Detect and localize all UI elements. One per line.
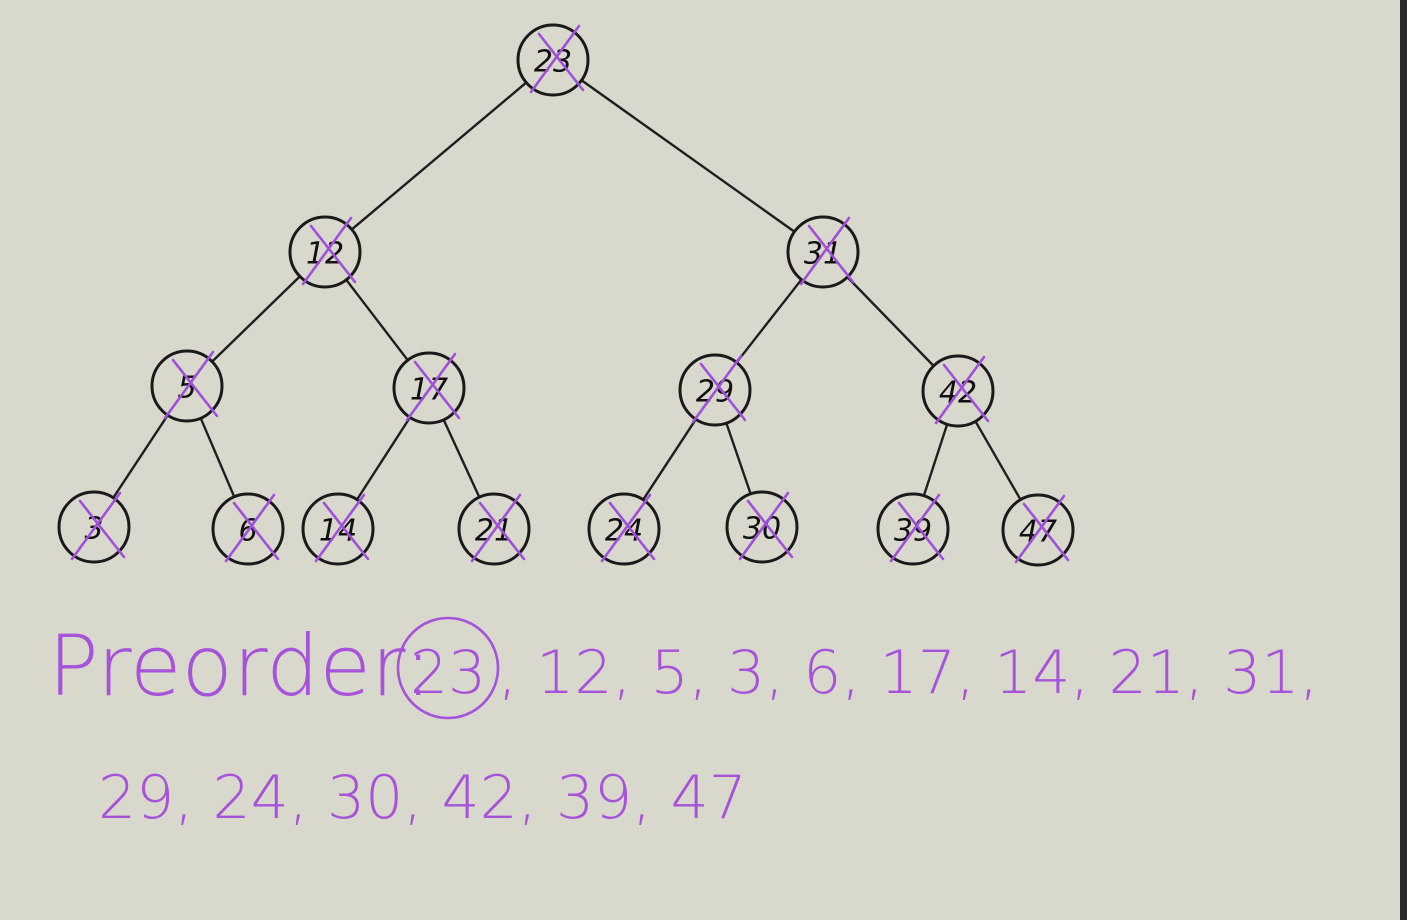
visited-cross-mark bbox=[529, 24, 585, 94]
tree-node-30: 30 bbox=[725, 490, 799, 564]
visited-cross-mark bbox=[799, 216, 855, 286]
tree-node-5: 5 bbox=[150, 349, 224, 423]
node-ring bbox=[288, 215, 362, 289]
tree-edge-n12-n17 bbox=[345, 278, 409, 362]
visited-cross-mark bbox=[70, 491, 126, 561]
preorder-sequence-line-2: 29, 24, 30, 42, 39, 47 bbox=[98, 763, 747, 833]
visited-cross-mark bbox=[600, 493, 656, 563]
tree-node-14: 14 bbox=[301, 492, 375, 566]
tree-node-17: 17 bbox=[392, 351, 466, 425]
tree-node-12: 12 bbox=[288, 215, 362, 289]
circled-first-value: 23 bbox=[410, 638, 486, 708]
tree-edges bbox=[112, 79, 1022, 501]
node-ring bbox=[392, 351, 466, 425]
visited-cross-mark bbox=[405, 352, 461, 422]
tree-nodes: 23 12 31 5 17 29 42 3 614 21 24 30 39 47 bbox=[57, 23, 1075, 567]
visited-cross-mark bbox=[301, 216, 357, 286]
visited-cross-mark bbox=[314, 493, 370, 563]
node-ring bbox=[457, 492, 531, 566]
node-ring bbox=[786, 215, 860, 289]
circled-first-value-mark bbox=[396, 616, 500, 720]
node-ring bbox=[57, 490, 131, 564]
tree-node-42: 42 bbox=[921, 354, 995, 428]
tree-edge-n5-n3 bbox=[112, 414, 169, 499]
tree-edge-n5-n6 bbox=[199, 416, 236, 499]
tree-node-29: 29 bbox=[678, 353, 752, 427]
tree-edge-n12-n5 bbox=[210, 275, 302, 363]
tree-node-31: 31 bbox=[786, 215, 860, 289]
binary-tree-diagram: 23 12 31 5 17 29 42 3 614 21 24 30 39 47 bbox=[57, 23, 1075, 567]
tree-node-39: 39 bbox=[876, 492, 950, 566]
node-ring bbox=[1001, 493, 1075, 567]
visited-cross-mark bbox=[1014, 494, 1070, 564]
preorder-heading: Preorder: bbox=[48, 617, 432, 715]
preorder-sequence-line-1: , 12, 5, 3, 6, 17, 14, 21, 31, bbox=[498, 638, 1319, 708]
tree-edge-n31-n42 bbox=[846, 275, 935, 368]
visited-cross-mark bbox=[224, 493, 280, 563]
node-ring bbox=[211, 492, 285, 566]
tree-node-21: 21 bbox=[457, 492, 531, 566]
tree-node-47: 47 bbox=[1001, 493, 1075, 567]
tree-edge-n29-n30 bbox=[725, 421, 752, 496]
visited-cross-mark bbox=[934, 355, 990, 425]
tree-edge-n23-n12 bbox=[350, 81, 528, 231]
visited-cross-mark bbox=[738, 491, 794, 561]
tree-edge-n31-n29 bbox=[735, 278, 803, 364]
node-ring bbox=[516, 23, 590, 97]
tree-node-23: 23 bbox=[516, 23, 590, 97]
tree-edge-n17-n21 bbox=[442, 418, 481, 499]
tree-edge-n42-n47 bbox=[974, 420, 1022, 501]
visited-cross-mark bbox=[889, 493, 945, 563]
node-ring bbox=[921, 354, 995, 428]
node-ring bbox=[301, 492, 375, 566]
window-edge bbox=[1400, 0, 1407, 920]
tree-edge-n17-n14 bbox=[355, 416, 412, 501]
tree-edge-n42-n39 bbox=[922, 423, 949, 497]
node-ring bbox=[587, 492, 661, 566]
node-ring bbox=[725, 490, 799, 564]
node-ring bbox=[150, 349, 224, 423]
visited-cross-mark bbox=[691, 354, 747, 424]
node-ring bbox=[876, 492, 950, 566]
tree-node-3: 3 bbox=[57, 490, 131, 564]
visited-cross-mark bbox=[163, 350, 219, 420]
tree-edge-n29-n24 bbox=[641, 418, 698, 501]
tree-node-24: 24 bbox=[587, 492, 661, 566]
node-ring bbox=[678, 353, 752, 427]
tree-node-6: 6 bbox=[211, 492, 285, 566]
visited-cross-mark bbox=[470, 493, 526, 563]
tree-edge-n23-n31 bbox=[580, 79, 796, 233]
